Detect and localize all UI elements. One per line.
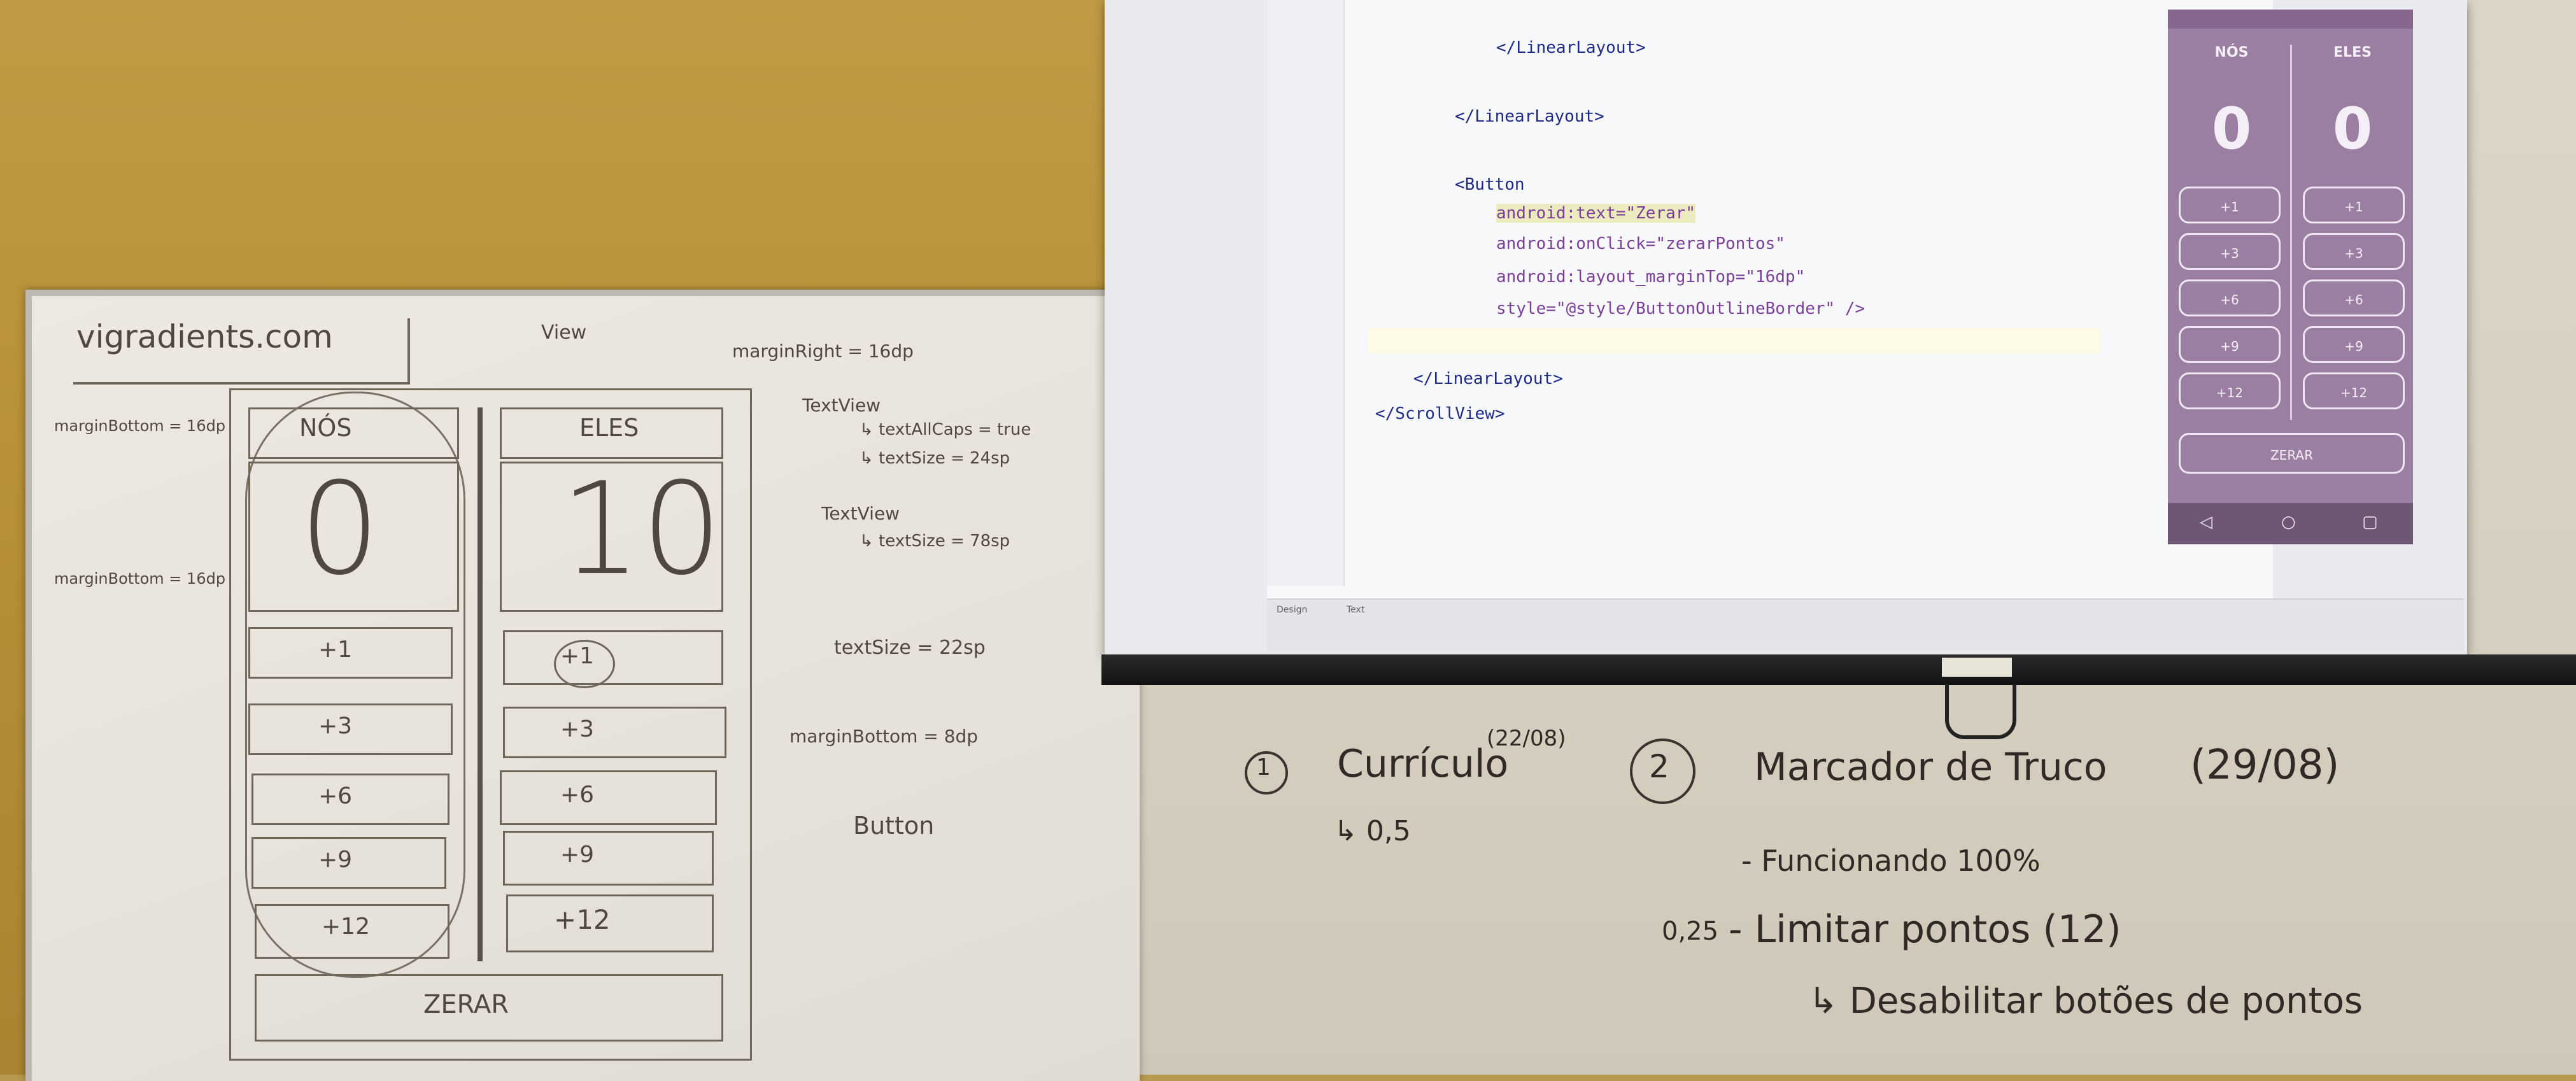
wf-score-right-box	[500, 462, 723, 612]
wf-score-right: 10	[560, 455, 723, 604]
wf-btn-right-1	[503, 630, 723, 685]
site-label: vigradients.com	[76, 318, 333, 355]
phone-nav-bar	[2168, 503, 2413, 544]
phone-right-plus6-button[interactable]: +6	[2303, 279, 2405, 316]
back-icon[interactable]: ◁	[2200, 512, 2212, 532]
note-marginbottom: marginBottom = 8dp	[789, 726, 979, 747]
item1-title: Currículo	[1337, 742, 1509, 786]
wf-btn-left-4	[251, 837, 446, 889]
note-allcaps: ↳ textAllCaps = true	[860, 420, 1031, 439]
wf-col-right: ELES	[579, 414, 639, 442]
phone-left-plus1-button[interactable]: +1	[2179, 187, 2281, 223]
wireframe-divider	[478, 407, 483, 961]
wf-reset-box	[255, 974, 723, 1042]
phone-score-left: 0	[2211, 95, 2252, 162]
wf-btn-right-5-label: +12	[554, 904, 611, 935]
wf-btn-left-4-label: +9	[318, 847, 353, 873]
wf-btn-left-2	[248, 703, 453, 755]
item2-line3: ↳ Desabilitar botões de pontos	[1808, 980, 2363, 1022]
item2-line2-score: 0,25	[1662, 917, 1719, 946]
wf-btn-left-3-label: +6	[318, 783, 353, 809]
screen-pull-handle	[1945, 684, 2016, 739]
phone-col-left: NÓS	[2214, 45, 2249, 60]
code-line-1[interactable]: </LinearLayout>	[1496, 38, 1646, 57]
wf-btn-right-4-label: +9	[560, 842, 595, 868]
screen-bottom-bar	[1101, 654, 2576, 685]
phone-left-plus12-button[interactable]: +12	[2179, 372, 2281, 409]
wf-btn-right-1-circle	[554, 640, 615, 688]
item2-line2: - Limitar pontos (12)	[1729, 907, 2121, 952]
item1-grade: ↳ 0,5	[1334, 815, 1411, 847]
ide-status-bar	[1267, 598, 2464, 651]
wf-btn-right-2-label: +3	[560, 716, 595, 742]
code-line-9[interactable]: </ScrollView>	[1375, 404, 1505, 423]
wf-btn-right-4	[503, 831, 714, 886]
margin-bottom-note-2: marginBottom = 16dp	[54, 570, 226, 588]
phone-left-plus9-button[interactable]: +9	[2179, 326, 2281, 363]
phone-left-plus6-button[interactable]: +6	[2179, 279, 2281, 316]
phone-status-bar	[2168, 10, 2413, 29]
phone-left-plus3-button[interactable]: +3	[2179, 233, 2281, 270]
ide-current-line	[1369, 328, 2101, 353]
phone-right-plus9-button[interactable]: +9	[2303, 326, 2405, 363]
note-textsize-3: textSize = 22sp	[834, 637, 986, 659]
wf-btn-right-3	[500, 770, 717, 825]
recent-apps-icon[interactable]: ▢	[2362, 512, 2378, 532]
wf-score-left-box	[248, 462, 459, 612]
phone-col-right: ELES	[2333, 45, 2372, 60]
wf-btn-left-2-label: +3	[318, 713, 353, 739]
phone-divider	[2290, 45, 2292, 420]
screen-brand-plate	[1942, 658, 2012, 677]
note-textview-2: TextView	[821, 503, 900, 524]
wf-btn-left-1	[248, 627, 453, 679]
wf-header-right	[500, 407, 723, 459]
wf-btn-left-5-label: +12	[322, 914, 370, 940]
phone-right-plus12-button[interactable]: +12	[2303, 372, 2405, 409]
code-line-2[interactable]: </LinearLayout>	[1455, 107, 1604, 126]
code-line-7[interactable]: style="@style/ButtonOutlineBorder" />	[1496, 299, 1865, 318]
code-line-6[interactable]: android:layout_marginTop="16dp"	[1496, 267, 1806, 286]
wf-btn-right-3-label: +6	[560, 782, 595, 808]
code-line-5[interactable]: android:onClick="zerarPontos"	[1496, 234, 1785, 253]
wf-score-left: 0	[299, 455, 381, 604]
wf-btn-right-5	[506, 894, 714, 952]
item1-date: (22/08)	[1487, 726, 1566, 751]
view-label: View	[541, 321, 587, 344]
code-line-3[interactable]: <Button	[1455, 175, 1525, 194]
note-button: Button	[853, 812, 935, 840]
wf-header-left	[248, 407, 459, 459]
code-line-4[interactable]: android:text="Zerar"	[1496, 204, 1696, 223]
wf-btn-left-1-label: +1	[318, 637, 353, 663]
wf-col-left: NÓS	[299, 414, 352, 442]
item2-line1: - Funcionando 100%	[1741, 844, 2041, 878]
wf-reset-label: ZERAR	[423, 990, 509, 1019]
site-underline	[73, 318, 410, 385]
item1-number: 1	[1256, 754, 1271, 781]
phone-right-plus1-button[interactable]: +1	[2303, 187, 2405, 223]
wireframe-oval	[245, 392, 465, 978]
item2-title: Marcador de Truco	[1754, 745, 2107, 789]
tab-text[interactable]: Text	[1347, 605, 1365, 615]
wf-btn-right-2	[503, 707, 726, 758]
wf-btn-left-3	[251, 774, 449, 825]
home-icon[interactable]: ○	[2281, 512, 2296, 532]
margin-right-note: marginRight = 16dp	[732, 341, 914, 362]
wf-btn-left-5	[255, 904, 449, 959]
wireframe-outline	[229, 388, 752, 1061]
ide-line-gutter	[1267, 0, 1345, 586]
phone-score-right: 0	[2332, 95, 2373, 162]
item2-date: (29/08)	[2190, 742, 2340, 789]
item2-number: 2	[1649, 748, 1669, 785]
note-textsize-2: ↳ textSize = 78sp	[860, 532, 1010, 551]
note-textview-1: TextView	[802, 395, 881, 416]
note-textsize-1: ↳ textSize = 24sp	[860, 449, 1010, 468]
phone-right-plus3-button[interactable]: +3	[2303, 233, 2405, 270]
margin-bottom-note-1: marginBottom = 16dp	[54, 417, 226, 435]
tab-design[interactable]: Design	[1277, 605, 1308, 615]
item2-circle	[1630, 738, 1695, 804]
item1-circle	[1245, 751, 1288, 795]
ide-editor	[1267, 0, 2273, 649]
code-line-8[interactable]: </LinearLayout>	[1413, 369, 1563, 388]
phone-reset-button[interactable]: ZERAR	[2179, 433, 2405, 474]
